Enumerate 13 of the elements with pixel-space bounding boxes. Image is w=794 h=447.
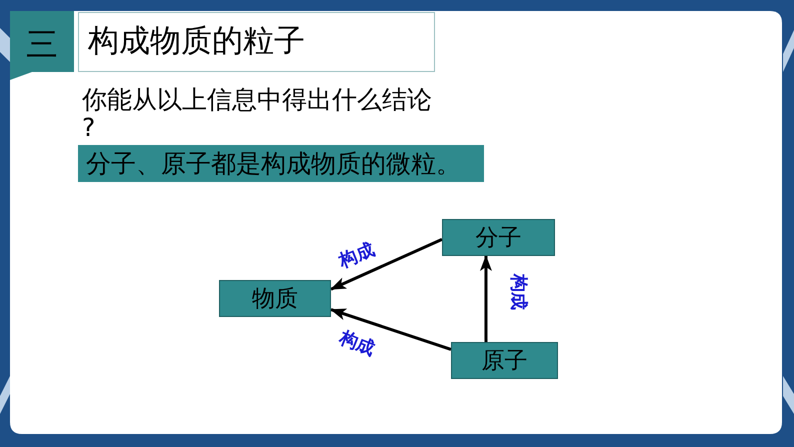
- arrow: [480, 255, 492, 342]
- slide-title: 构成物质的粒子: [78, 12, 435, 72]
- edge-label: 构成: [336, 240, 378, 272]
- question-text: 你能从以上信息中得出什么结论?: [82, 86, 433, 142]
- concept-box: 原子: [451, 342, 558, 379]
- concept-box: 分子: [442, 219, 555, 256]
- arrow: [330, 308, 452, 351]
- answer-banner: 分子、原子都是构成物质的微粒。: [78, 145, 484, 182]
- arrow: [330, 238, 443, 291]
- section-number-tab: 三: [10, 11, 74, 80]
- edge-label: 构成: [336, 328, 378, 360]
- edge-label: 构成: [509, 274, 527, 310]
- concept-box: 物质: [219, 280, 331, 317]
